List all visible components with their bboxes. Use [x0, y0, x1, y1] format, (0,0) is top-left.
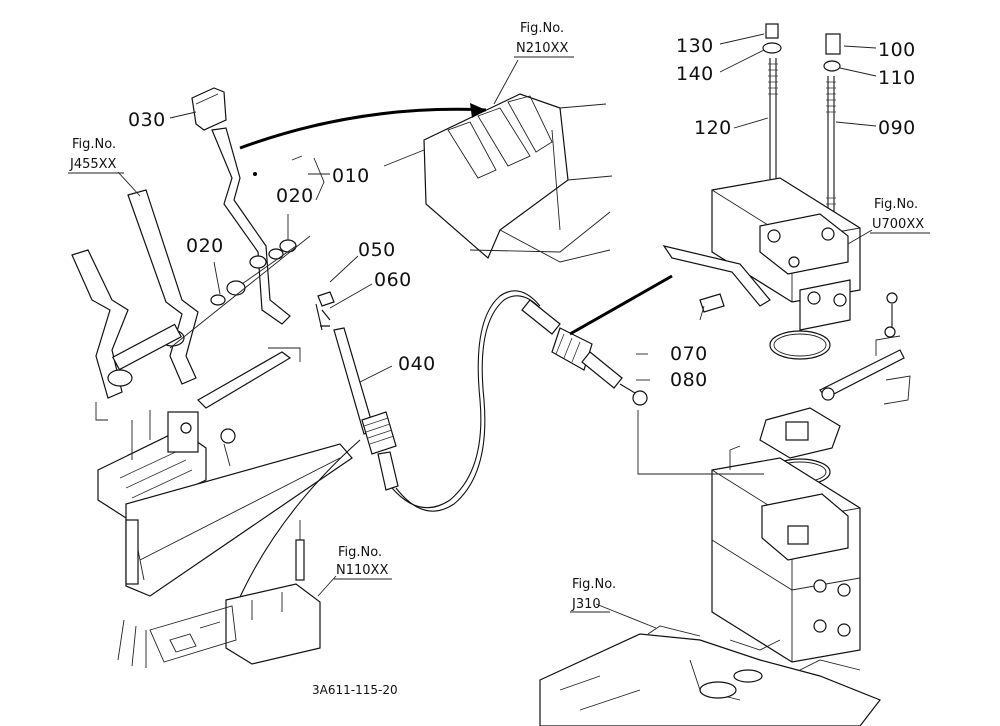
part-label-010: 010: [332, 165, 370, 187]
fig-ref-n210: Fig.No. N210XX: [514, 21, 574, 58]
callout-dot-010: [253, 172, 257, 176]
control-cable-040: [315, 290, 648, 512]
part-label-140: 140: [676, 63, 714, 85]
transmission-housing-j310: [539, 625, 881, 726]
fig-ref-j455-caption: Fig.No.: [72, 137, 116, 152]
fig-ref-u700-code: U700XX: [872, 217, 924, 232]
part-label-050: 050: [358, 239, 396, 261]
part-label-030: 030: [128, 109, 166, 131]
part-label-020-upper: 020: [276, 185, 314, 207]
part-label-070: 070: [670, 343, 708, 365]
fig-ref-u700-caption: Fig.No.: [874, 197, 918, 212]
callout-bracket-010: [291, 155, 325, 201]
fig-ref-u700: Fig.No. U700XX: [870, 197, 930, 234]
ref-arrow-n210: [239, 107, 487, 150]
lower-bracket-n110: [117, 520, 321, 668]
part-label-110: 110: [878, 67, 916, 89]
fig-ref-j455-code: J455XX: [69, 157, 117, 172]
part-label-130: 130: [676, 35, 714, 57]
drawing-code: 3A611-115-20: [312, 683, 398, 697]
fig-ref-n110-code: N110XX: [336, 563, 388, 578]
leader-lines: [117, 33, 877, 629]
fig-ref-n110: Fig.No. N110XX: [334, 545, 392, 580]
operator-cover-n210: [383, 93, 613, 263]
main-control-lever: [169, 87, 311, 349]
part-label-090: 090: [878, 117, 916, 139]
fig-ref-n110-caption: Fig.No.: [338, 545, 382, 560]
ref-arrowhead-n210: [470, 103, 486, 118]
part-label-100: 100: [878, 39, 916, 61]
part-label-040: 040: [398, 353, 436, 375]
fig-ref-n210-caption: Fig.No.: [520, 21, 564, 36]
fig-ref-n210-code: N210XX: [516, 41, 568, 56]
ref-arrow-u700: [569, 274, 673, 336]
fig-ref-j310-caption: Fig.No.: [572, 577, 616, 592]
part-label-020-lower: 020: [186, 235, 224, 257]
lever-assembly-left: [71, 189, 353, 597]
fig-ref-j310-code: J310: [571, 597, 601, 612]
control-valve-stack: [637, 23, 911, 663]
part-label-060: 060: [374, 269, 412, 291]
fig-ref-j455: Fig.No. J455XX: [68, 137, 124, 174]
ref-line-n110: [229, 439, 361, 621]
fig-ref-j310: Fig.No. J310: [570, 577, 616, 613]
part-label-120: 120: [694, 117, 732, 139]
part-label-080: 080: [670, 369, 708, 391]
